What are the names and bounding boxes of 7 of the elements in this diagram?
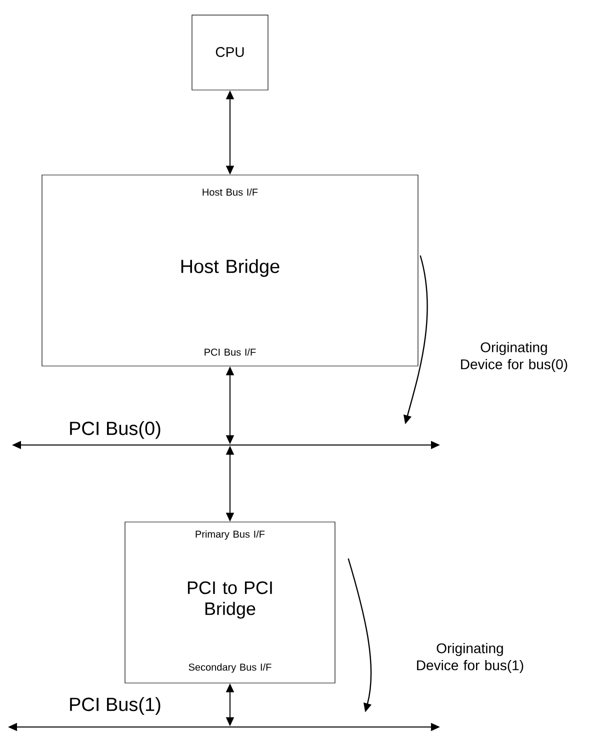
bus-label: PCI Bus(1) [70, 697, 160, 715]
box: Host Bus I/F Host Bridge PCI Bus I/F [42, 174, 418, 366]
edge-label: Originating Device for bus(0) [461, 342, 568, 372]
bus-label: PCI Bus(0) [70, 421, 160, 439]
box: CPU [192, 14, 268, 90]
edge-label: Originating Device for bus(1) [417, 642, 524, 674]
box: Primary Bus I/F PCI to PCI Bridge Secondary Bus I/F [124, 522, 336, 684]
